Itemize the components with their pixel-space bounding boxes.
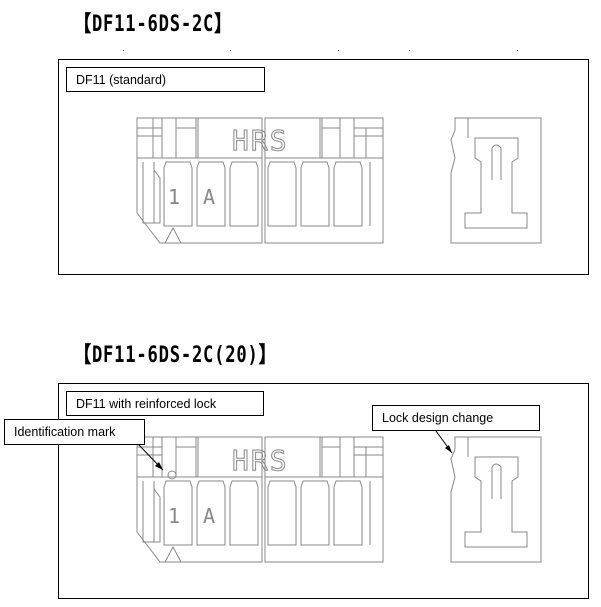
reinforced-part-number-heading: 【DF11-6DS-2C(20)】 <box>74 343 277 368</box>
dot-marker <box>230 50 231 51</box>
standard-part-number-heading: 【DF11-6DS-2C】 <box>74 12 233 37</box>
dot-marker <box>123 50 124 51</box>
standard-connector-side <box>450 117 542 244</box>
dot-marker <box>517 50 518 51</box>
standard-label: DF11 (standard) <box>66 67 265 92</box>
reinforced-connector-side <box>450 436 542 563</box>
reinforced-label: DF11 with reinforced lock <box>66 391 264 416</box>
lock-design-change-callout: Lock design change <box>372 405 540 431</box>
reinforced-connector-front <box>136 436 384 563</box>
pin-number-standard: 1 <box>168 185 180 209</box>
brand-mark-reinforced: HRS <box>232 444 289 477</box>
pin-number-reinforced: 1 <box>168 504 180 528</box>
identification-mark-callout: Identification mark <box>4 419 145 445</box>
dot-marker <box>409 50 410 51</box>
identification-mark-arrow <box>137 443 164 471</box>
pin-letter-standard: A <box>203 185 215 209</box>
lock-design-change-arrow <box>435 430 453 454</box>
brand-mark-standard: HRS <box>232 124 289 157</box>
dot-marker <box>338 50 339 51</box>
pin-letter-reinforced: A <box>203 504 215 528</box>
